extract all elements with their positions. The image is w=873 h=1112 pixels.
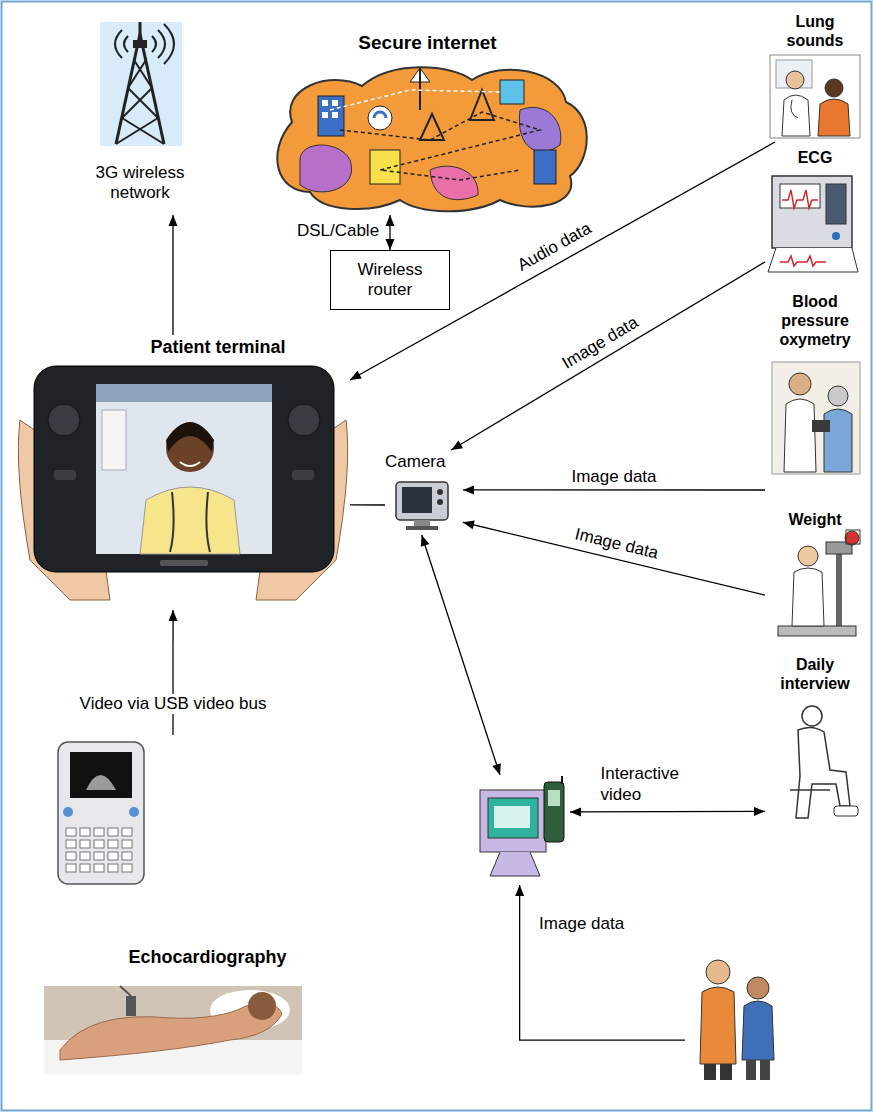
node-label: 3G wireless network: [80, 163, 200, 204]
edge-label: Image data: [556, 311, 645, 375]
arrow-head: [169, 215, 178, 226]
echocardiography-photo: [44, 986, 302, 1074]
connector: [350, 504, 385, 505]
arrow-head: [350, 371, 362, 380]
connector-line: [172, 215, 173, 335]
connector-line: [520, 885, 685, 1040]
mobile-device-node: [475, 775, 570, 885]
arrow-head: [463, 485, 474, 494]
tower-node: 3G wireless network: [80, 15, 200, 215]
connector: [515, 885, 685, 1040]
arrow-head: [421, 535, 430, 547]
edge-label: Image data: [570, 524, 663, 565]
connector-line: [463, 522, 765, 595]
weight-icon: [778, 530, 860, 636]
edge-label: DSL/Cable: [294, 221, 382, 241]
connector-line: [172, 610, 173, 735]
node-label: Daily interview: [770, 655, 860, 693]
arrow-head: [385, 215, 394, 226]
cloud-icon: [277, 67, 586, 211]
arrow-head: [492, 763, 501, 775]
arrow-head: [463, 520, 475, 529]
tower-icon: [100, 22, 182, 146]
connector: [570, 807, 765, 816]
node-label: Secure internet: [265, 32, 590, 55]
connector: [451, 262, 765, 450]
node-label: Camera: [385, 452, 463, 472]
terminal-device: [18, 366, 347, 600]
arrow-head: [169, 610, 178, 621]
interview-node: Daily interview: [765, 655, 865, 825]
router-box: Wireless router: [330, 250, 450, 310]
connector-line: [463, 489, 765, 490]
node-label: Blood pressure oxymetry: [765, 292, 865, 350]
connector-line: [570, 811, 765, 813]
echocardiography-device: [58, 742, 144, 884]
weight-node: Weight: [765, 510, 865, 645]
node-label: Weight: [765, 510, 865, 529]
connector: [169, 610, 178, 735]
connector: [463, 520, 765, 595]
echocardiography-node: Echocardiography: [40, 735, 305, 1080]
edge-label: Audio data: [511, 217, 597, 277]
patient-figure-node: [685, 950, 785, 1085]
connector-line: [451, 262, 765, 450]
node-label: Patient terminal: [128, 337, 308, 359]
arrow-head: [451, 440, 463, 450]
ecg-node: ECG: [765, 148, 865, 276]
edge-label: Interactive video: [598, 764, 699, 805]
node-label: Lung sounds: [780, 12, 850, 50]
blood-pressure-node: Blood pressure oxymetry: [765, 292, 865, 500]
edge-label: Video via USB video bus: [77, 694, 270, 714]
edge-label: Image data: [536, 914, 627, 934]
terminal-node: Patient terminal: [18, 335, 350, 610]
arrow-head: [570, 807, 581, 816]
camera-node: Camera: [385, 450, 463, 535]
mobile-device-icon: [480, 776, 564, 876]
edge-label: Image data: [568, 467, 659, 487]
connector: [385, 215, 394, 250]
connector-line: [422, 535, 500, 775]
blood-pressure-icon: [772, 362, 860, 474]
node-label: Echocardiography: [110, 947, 305, 969]
node-label: ECG: [765, 148, 865, 167]
connector: [421, 535, 501, 775]
patient-figures: [700, 960, 774, 1080]
connector-line: [350, 504, 385, 505]
ecg-icon: [768, 176, 858, 272]
interview-icon: [790, 706, 858, 818]
lung-sounds-icon: [770, 55, 860, 138]
arrow-head: [385, 239, 394, 250]
lung-sounds-node: Lung sounds: [765, 12, 865, 142]
connector: [169, 215, 178, 335]
cloud-node: Secure internet: [265, 30, 590, 215]
arrow-head: [754, 807, 765, 816]
arrow-head: [515, 885, 524, 896]
camera-icon: [396, 482, 448, 530]
box-label: Wireless router: [339, 260, 441, 301]
